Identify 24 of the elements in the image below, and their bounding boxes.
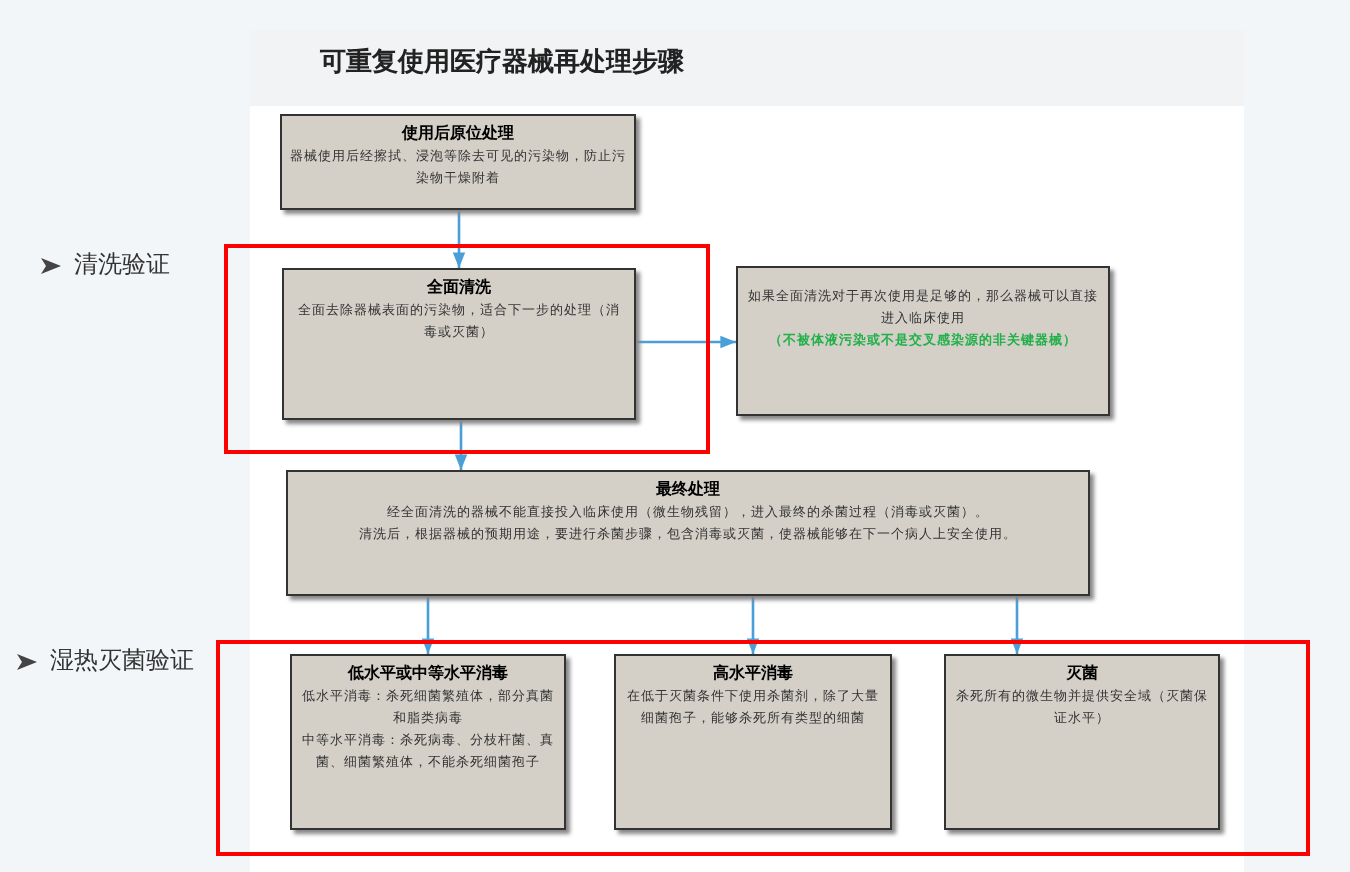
- arrow: [454, 420, 468, 470]
- process-box: [282, 268, 636, 420]
- box-heading: 低水平或中等水平消毒: [345, 662, 510, 686]
- arrow: [636, 335, 736, 349]
- arrow: [421, 596, 435, 654]
- box-heading: 最终处理: [654, 478, 722, 502]
- process-box: [944, 654, 1220, 830]
- arrow: [1010, 596, 1024, 654]
- arrow: [746, 596, 760, 654]
- box-heading: 灭菌: [1064, 662, 1100, 686]
- process-box: [286, 470, 1090, 596]
- process-box: [614, 654, 892, 830]
- box-heading: 全面清洗: [425, 276, 493, 300]
- process-box: [280, 114, 636, 210]
- box-heading: 使用后原位处理: [399, 122, 516, 146]
- highlight-frame: [224, 244, 710, 454]
- process-box: [736, 266, 1110, 416]
- section-label: 湿热灭菌验证: [50, 646, 194, 674]
- box-heading: 高水平消毒: [711, 662, 795, 686]
- section-label: 清洗验证: [74, 250, 170, 278]
- highlight-frame: [216, 640, 1310, 856]
- process-box: [290, 654, 566, 830]
- arrow: [452, 210, 466, 268]
- title: 可重复使用医疗器械再处理步骤: [320, 45, 684, 80]
